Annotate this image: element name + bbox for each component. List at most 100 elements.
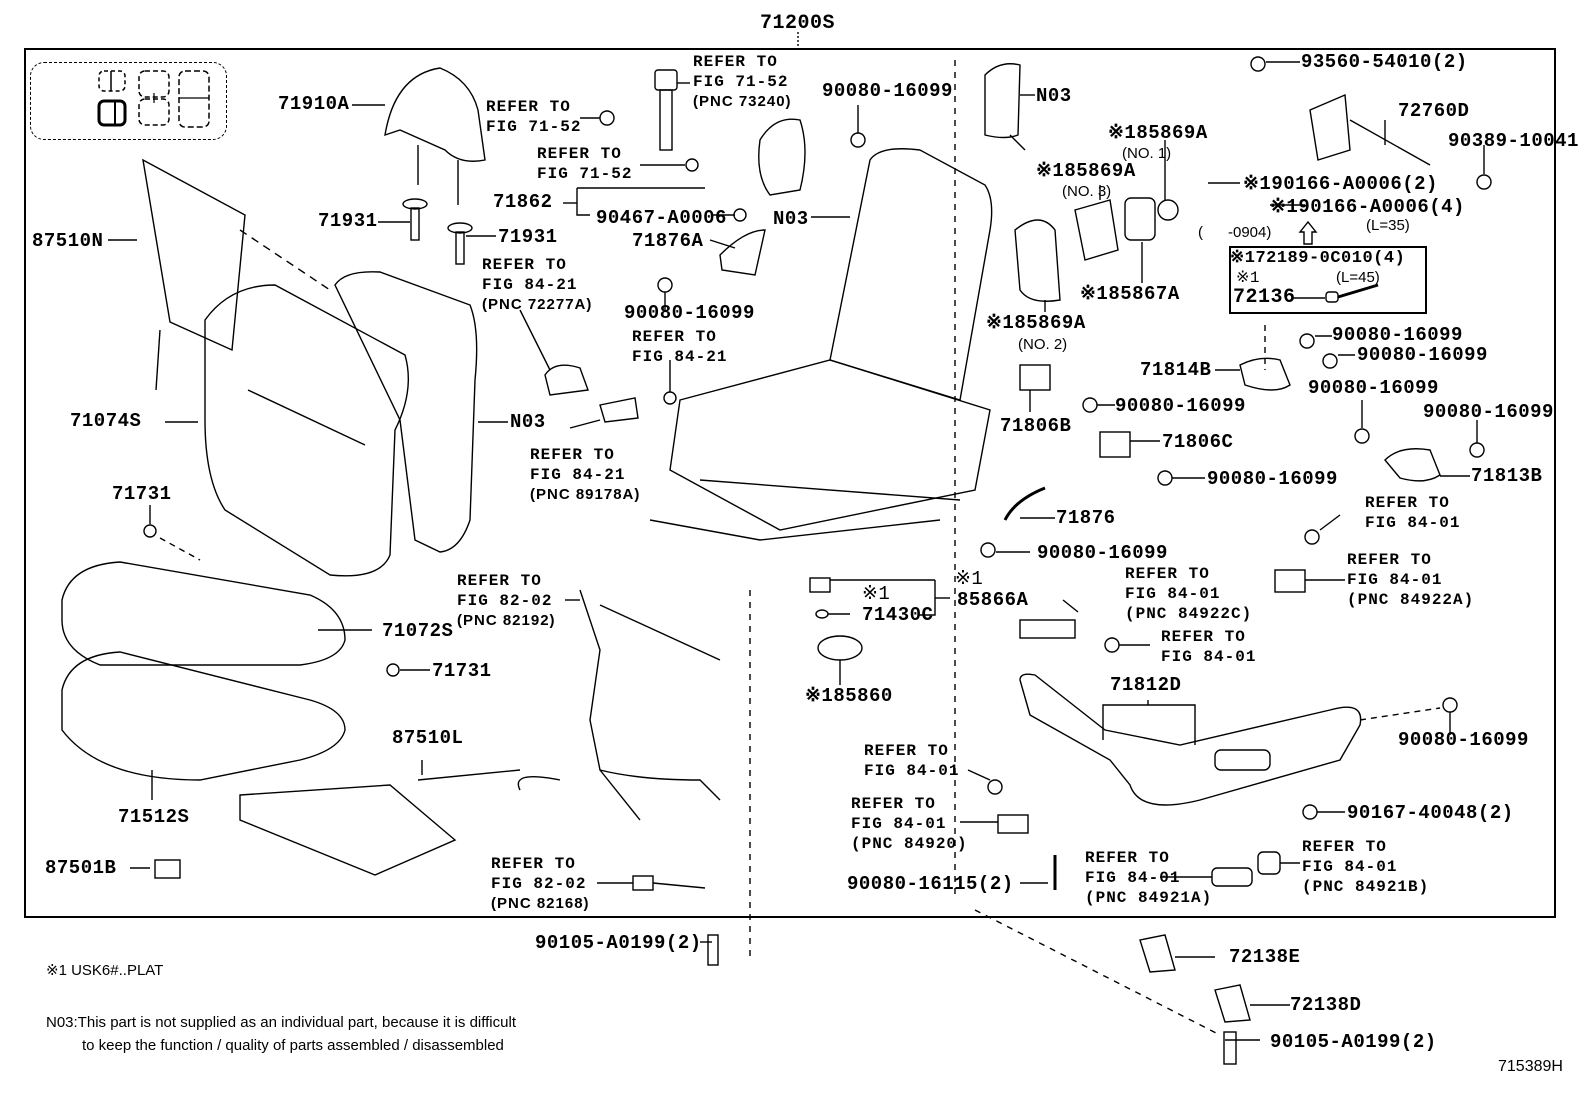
- footnote-mark: ※1: [955, 568, 984, 590]
- part-label-90080-16099[interactable]: 90080-16099: [1423, 401, 1554, 423]
- part-label-90080-16099[interactable]: 90080-16099: [1357, 344, 1488, 366]
- part-label-N03-seatback-pad[interactable]: N03: [510, 411, 546, 433]
- part-label-90166-A0006-2[interactable]: ※190166-A0006(2): [1243, 173, 1438, 195]
- part-label-71806B[interactable]: 71806B: [1000, 415, 1072, 437]
- part-label-90080-16115[interactable]: 90080-16115(2): [847, 873, 1014, 895]
- part-label-90166-A0006-4[interactable]: ※190166-A0006(4): [1270, 196, 1465, 218]
- bracket-71813B-drawing: [1384, 448, 1441, 482]
- part-label-71430C[interactable]: 71430C: [862, 604, 934, 626]
- side-shield-drawing: [1019, 673, 1362, 806]
- footnote-mark: ※1: [862, 583, 891, 605]
- part-label-72136[interactable]: 72136: [1233, 286, 1296, 309]
- sub-label-no1: (NO. 1): [1122, 145, 1172, 162]
- sub-label-no3: (NO. 3): [1062, 183, 1112, 200]
- note-box-72136: [1229, 246, 1427, 314]
- side-airbag-drawing: [984, 63, 1021, 139]
- part-label-72760D[interactable]: 72760D: [1398, 100, 1470, 122]
- bracket-71814B-drawing: [1239, 357, 1291, 391]
- part-label-N03-seat-frame[interactable]: N03: [773, 208, 809, 230]
- part-label-90105-A0199[interactable]: 90105-A0199(2): [1270, 1031, 1437, 1053]
- part-label-90080-16099[interactable]: 90080-16099: [1037, 542, 1168, 564]
- part-label-72189-0C010[interactable]: ※172189-0C010(4): [1230, 249, 1406, 268]
- seat-position-map-icon: [30, 62, 227, 140]
- diagram-frame: [24, 48, 1556, 918]
- footnote-mark: ※1: [1236, 269, 1261, 287]
- part-label-90080-16099[interactable]: 90080-16099: [624, 302, 755, 324]
- part-label-71876[interactable]: 71876: [1056, 507, 1116, 529]
- part-label-71072S[interactable]: 71072S: [382, 620, 454, 642]
- part-label-85867A[interactable]: ※185867A: [1080, 283, 1180, 305]
- part-label-71814B[interactable]: 71814B: [1140, 359, 1212, 381]
- part-label-71731[interactable]: 71731: [432, 660, 492, 682]
- lumbar-housing-drawing: [1014, 219, 1061, 302]
- sub-label-date-range: ( -0904): [1198, 224, 1272, 241]
- headrest-drawing: [352, 67, 486, 205]
- part-label-85860[interactable]: ※185860: [805, 685, 893, 707]
- seat-belt-buckle-drawing: [580, 69, 806, 196]
- part-label-85869A-no1[interactable]: ※185869A: [1108, 122, 1208, 144]
- part-label-87501B[interactable]: 87501B: [45, 857, 117, 879]
- sub-label-no2: (NO. 2): [1018, 336, 1068, 353]
- part-label-N03-airbag[interactable]: N03: [1036, 85, 1072, 107]
- part-label-90080-16099[interactable]: 90080-16099: [1207, 468, 1338, 490]
- part-label-87510L[interactable]: 87510L: [392, 727, 464, 749]
- part-label-72138E[interactable]: 72138E: [1229, 946, 1301, 968]
- seat-cushion-cover-drawing: [61, 561, 346, 666]
- part-label-85866A[interactable]: 85866A: [957, 589, 1029, 611]
- footnote-usk6-plat: ※1 USK6#..PLAT: [46, 962, 164, 979]
- part-label-71931[interactable]: 71931: [498, 226, 558, 248]
- part-label-71931[interactable]: 71931: [318, 210, 378, 232]
- part-label-71806C[interactable]: 71806C: [1162, 431, 1234, 453]
- figure-id: 715389H: [1498, 1058, 1563, 1075]
- part-label-71813B[interactable]: 71813B: [1471, 465, 1543, 487]
- wire-harness-drawing: [517, 589, 721, 821]
- part-label-85869A-no3[interactable]: ※185869A: [1036, 160, 1136, 182]
- part-label-71862[interactable]: 71862: [493, 191, 553, 213]
- part-label-71876A[interactable]: 71876A: [632, 230, 704, 252]
- part-label-72138D[interactable]: 72138D: [1290, 994, 1362, 1016]
- part-label-90080-16099[interactable]: 90080-16099: [822, 80, 953, 102]
- part-label-93560-54010[interactable]: 93560-54010(2): [1301, 51, 1468, 73]
- part-label-90467-A0006[interactable]: 90467-A0006: [596, 207, 727, 229]
- note-N03-line1: N03:This part is not supplied as an indi…: [46, 1014, 516, 1031]
- seat-cushion-heater-drawing: [239, 784, 457, 876]
- sub-label-length-45: (L=45): [1336, 269, 1380, 286]
- assembly-number: 71200S: [760, 12, 836, 35]
- part-label-71812D[interactable]: 71812D: [1110, 674, 1182, 696]
- part-label-90389-10041[interactable]: 90389-10041: [1448, 130, 1579, 152]
- bracket-71876A-drawing: [719, 229, 766, 276]
- headrest-guide-drawing: [378, 198, 496, 265]
- part-label-90105-A0199[interactable]: 90105-A0199(2): [535, 932, 702, 954]
- part-label-71910A[interactable]: 71910A: [278, 93, 350, 115]
- part-label-90080-16099[interactable]: 90080-16099: [1332, 324, 1463, 346]
- part-label-90167-40048[interactable]: 90167-40048(2): [1347, 802, 1514, 824]
- seat-cushion-pad-drawing: [61, 651, 346, 781]
- part-label-90080-16099[interactable]: 90080-16099: [1308, 377, 1439, 399]
- part-label-71512S[interactable]: 71512S: [118, 806, 190, 828]
- part-label-87510N[interactable]: 87510N: [32, 230, 104, 252]
- tilt-motor-drawing: [1309, 93, 1351, 161]
- part-label-71731[interactable]: 71731: [112, 483, 172, 505]
- part-label-90080-16099[interactable]: 90080-16099: [1115, 395, 1246, 417]
- part-label-90080-16099[interactable]: 90080-16099: [1398, 729, 1529, 751]
- part-label-71074S[interactable]: 71074S: [70, 410, 142, 432]
- seat-frame-drawing: [649, 148, 993, 541]
- part-label-85869A-no2[interactable]: ※185869A: [986, 312, 1086, 334]
